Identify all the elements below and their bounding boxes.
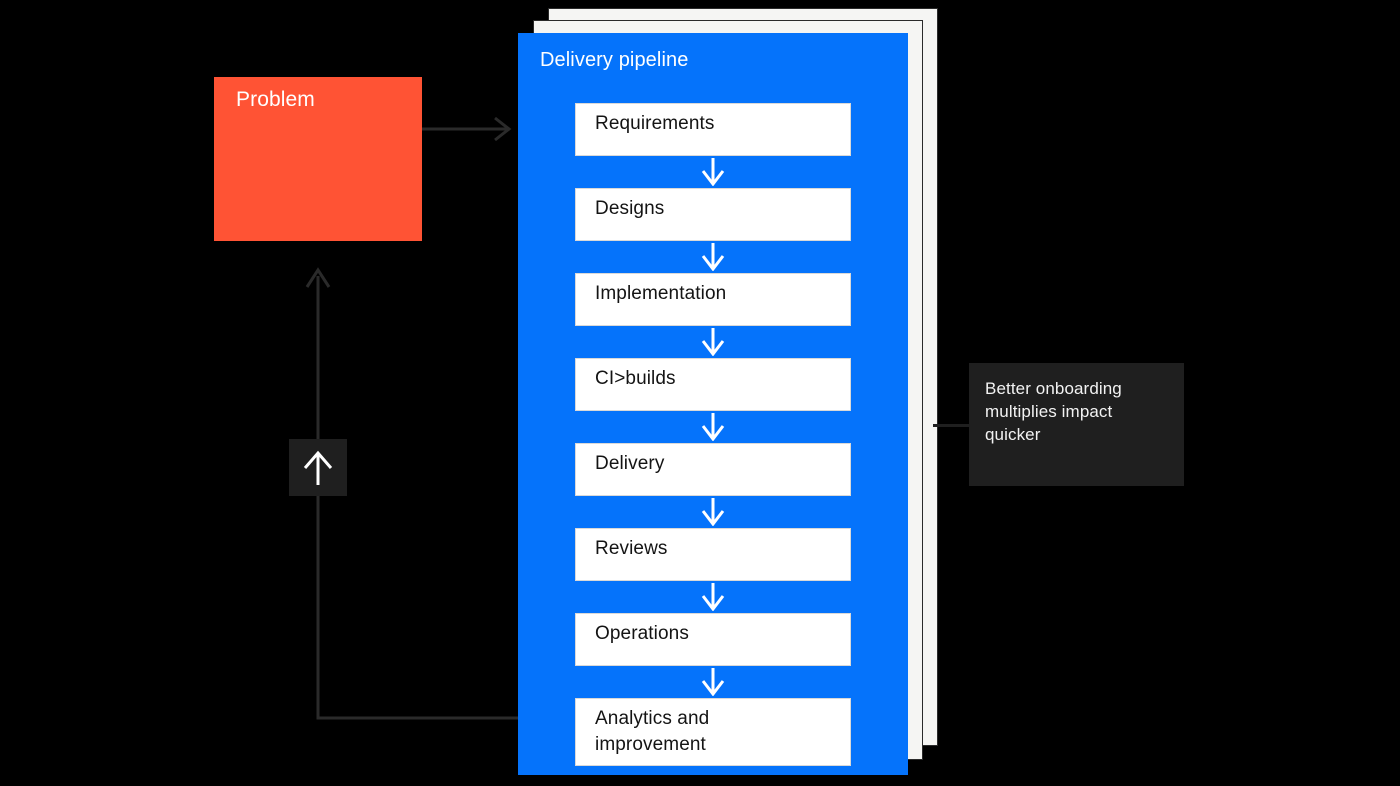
- pipeline-step-label: CI>builds: [595, 368, 676, 389]
- pipeline-step-operations[interactable]: Operations: [575, 613, 851, 666]
- pipeline-step-label: Delivery: [595, 453, 665, 474]
- chevron-down-arrow-icon: [701, 328, 725, 356]
- pipeline-step-arrow: [575, 496, 851, 528]
- problem-node[interactable]: Problem: [214, 77, 422, 241]
- pipeline-step-analytics-and-improvement[interactable]: Analytics and improvement: [575, 698, 851, 766]
- connector-problem-to-pipeline: [422, 113, 514, 145]
- pipeline-step-designs[interactable]: Designs: [575, 188, 851, 241]
- pipeline-step-requirements[interactable]: Requirements: [575, 103, 851, 156]
- annotation-callout[interactable]: Better onboarding multiplies impact quic…: [969, 363, 1184, 486]
- pipeline-step-arrow: [575, 666, 851, 698]
- problem-node-label: Problem: [236, 88, 315, 111]
- pipeline-step-label: Designs: [595, 198, 665, 219]
- chevron-down-arrow-icon: [701, 413, 725, 441]
- pipeline-step-arrow: [575, 411, 851, 443]
- pipeline-step-delivery[interactable]: Delivery: [575, 443, 851, 496]
- pipeline-step-reviews[interactable]: Reviews: [575, 528, 851, 581]
- pipeline-step-label: Implementation: [595, 283, 727, 304]
- chevron-down-arrow-icon: [701, 668, 725, 696]
- pipeline-step-label: Operations: [595, 623, 689, 644]
- arrow-right-icon: [422, 116, 512, 142]
- pipeline-step-label: Requirements: [595, 113, 715, 134]
- pipeline-steps-list: Requirements Designs Implementation: [575, 103, 851, 766]
- arrow-up-icon: [303, 450, 333, 485]
- chevron-down-arrow-icon: [701, 243, 725, 271]
- feedback-loop-connector: [300, 262, 528, 732]
- pipeline-step-arrow: [575, 241, 851, 273]
- chevron-down-arrow-icon: [701, 158, 725, 186]
- pipeline-step-label: Analytics and improvement: [595, 708, 710, 755]
- annotation-connector-line: [933, 424, 973, 427]
- pipeline-step-label: Reviews: [595, 538, 668, 559]
- annotation-text: Better onboarding multiplies impact quic…: [985, 379, 1122, 444]
- feedback-badge[interactable]: [289, 439, 347, 496]
- chevron-down-arrow-icon: [701, 583, 725, 611]
- feedback-arrow-icon: [305, 267, 528, 720]
- pipeline-step-implementation[interactable]: Implementation: [575, 273, 851, 326]
- pipeline-step-arrow: [575, 326, 851, 358]
- pipeline-step-arrow: [575, 156, 851, 188]
- delivery-pipeline-panel[interactable]: Delivery pipeline Requirements Designs: [518, 33, 908, 775]
- pipeline-step-ci-builds[interactable]: CI>builds: [575, 358, 851, 411]
- pipeline-panel-title: Delivery pipeline: [540, 49, 689, 71]
- pipeline-step-arrow: [575, 581, 851, 613]
- chevron-down-arrow-icon: [701, 498, 725, 526]
